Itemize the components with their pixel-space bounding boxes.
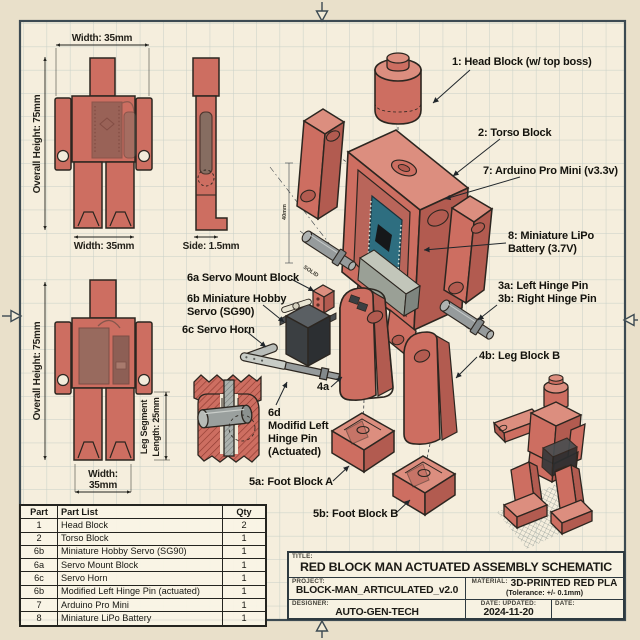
table-row: 8 Miniature LiPo Battery 1 <box>19 611 267 627</box>
tolerance-note: (Tolerance: +/- 0.1mm) <box>505 588 584 597</box>
hinge-cross-section-detail <box>193 374 262 463</box>
date-updated-cell: DATE: UPDATED: 2024-11-20 <box>466 600 552 619</box>
label-head-block: 1: Head Block (w/ top boss) <box>452 56 592 68</box>
col-header-qty: Qty <box>222 504 267 520</box>
title-block: TITLE: RED BLOCK MAN ACTUATED ASSEMBLY S… <box>287 551 625 620</box>
front-view-dimensions <box>43 43 150 239</box>
date-updated-value: 2024-11-20 <box>483 606 534 618</box>
dim-overall-height-lower: Overall Height: 75mm <box>32 321 43 420</box>
torso-internals <box>91 101 137 159</box>
label-arduino: 7: Arduino Pro Mini (v3.3v) <box>483 165 618 177</box>
label-servo-horn: 6c Servo Horn <box>182 324 255 336</box>
front-view-lower-dimensions <box>43 281 170 494</box>
table-row: 6b Modified Left Hinge Pin (actuated) 1 <box>19 584 267 600</box>
table-row: 2 Torso Block 1 <box>19 531 267 546</box>
project-name: BLOCK-MAN_ARTICULATED_v2.0 <box>295 584 459 596</box>
torso-internals-lower <box>78 319 130 385</box>
dim-leg-segment-2: Length: 25mm <box>151 397 161 456</box>
date-label: DATE: <box>555 600 575 607</box>
material-value: 3D-PRINTED RED PLA <box>510 578 618 589</box>
designer-name: AUTO-GEN-TECH <box>335 606 419 618</box>
date-cell: DATE: <box>552 600 623 619</box>
foot-block-a <box>330 412 396 474</box>
label-leg-block-a: 4a <box>317 381 329 393</box>
project-label: PROJECT: <box>292 578 325 585</box>
table-row: 7 Arduino Pro Mini 1 <box>19 598 267 613</box>
section-hinge-pin <box>197 404 253 429</box>
label-foot-block-b: 5b: Foot Block B <box>313 508 398 520</box>
right-hinge-pin <box>439 299 495 340</box>
table-row: 6a Servo Mount Block 1 <box>19 558 267 573</box>
material-cell: MATERIAL: 3D-PRINTED RED PLA (Tolerance:… <box>466 578 623 599</box>
left-arm-block <box>296 108 346 221</box>
assembled-figure <box>492 374 594 549</box>
label-servo-mount: 6a Servo Mount Block <box>187 272 299 284</box>
table-row: 6b Miniature Hobby Servo (SG90) 1 <box>19 544 267 560</box>
dim-width-bottom: Width: 35mm <box>74 241 135 252</box>
label-leg-block-b: 4b: Leg Block B <box>479 350 560 362</box>
dim-width-lower-2: 35mm <box>89 480 117 491</box>
front-view-lower <box>54 279 153 461</box>
designer-cell: DESIGNER: AUTO-GEN-TECH <box>289 600 466 619</box>
col-header-partlist: Part List <box>57 504 223 520</box>
foot-block-b <box>391 455 457 517</box>
leg-block-a <box>339 287 394 401</box>
leg-block-b <box>403 331 458 445</box>
designer-label: DESIGNER: <box>292 600 329 607</box>
servo-sg90 <box>279 298 337 368</box>
registration-arrow-right <box>622 313 638 327</box>
dim-width-top: Width: 35mm <box>72 33 133 44</box>
dim-width-lower-1: Width: <box>88 469 118 480</box>
label-hinge-pins: 3a: Left Hinge Pin 3b: Right Hinge Pin <box>498 280 597 305</box>
project-cell: PROJECT: BLOCK-MAN_ARTICULATED_v2.0 <box>289 578 466 599</box>
registration-arrow-left <box>2 309 23 323</box>
dim-overall-height: Overall Height: 75mm <box>32 94 43 193</box>
table-row: 6c Servo Horn 1 <box>19 571 267 586</box>
right-arm-block <box>443 195 494 305</box>
drawing-title: RED BLOCK MAN ACTUATED ASSEMBLY SCHEMATI… <box>300 559 612 574</box>
dim-leg-segment-1: Leg Segment <box>139 400 149 455</box>
servo-horn <box>281 298 312 314</box>
date-updated-label: DATE: UPDATED: <box>480 600 537 607</box>
label-torso-block: 2: Torso Block <box>478 127 552 139</box>
head-block <box>374 52 422 125</box>
leader-arrows <box>245 69 521 514</box>
registration-arrow-top <box>315 2 329 23</box>
label-modified-pin: 6d Modifid Left Hinge Pin (Actuated) <box>268 407 329 458</box>
registration-arrow-bottom <box>315 619 329 638</box>
label-foot-block-a: 5a: Foot Block A <box>249 476 333 488</box>
lipo-battery <box>357 249 421 318</box>
side-view <box>192 57 228 231</box>
table-header-row: Part Part List Qty <box>19 504 267 520</box>
title-label: TITLE: <box>292 553 313 560</box>
label-servo: 6b Miniature Hobby Servo (SG90) <box>187 293 287 318</box>
dim-side-thickness: Side: 1.5mm <box>183 241 240 252</box>
label-battery: 8: Miniature LiPo Battery (3.7V) <box>508 230 595 255</box>
material-label: MATERIAL: <box>471 578 508 585</box>
front-view <box>54 57 153 229</box>
title-block-title-row: TITLE: RED BLOCK MAN ACTUATED ASSEMBLY S… <box>289 553 623 578</box>
exploded-view: 40mm SOLID <box>239 52 521 517</box>
dim-40mm: 40mm <box>282 204 288 220</box>
left-hinge-pin <box>301 230 357 271</box>
table-row: 1 Head Block 2 <box>19 518 267 533</box>
col-header-part: Part <box>19 504 58 520</box>
parts-list-table: Part Part List Qty 1 Head Block 2 2 Tors… <box>19 504 267 627</box>
